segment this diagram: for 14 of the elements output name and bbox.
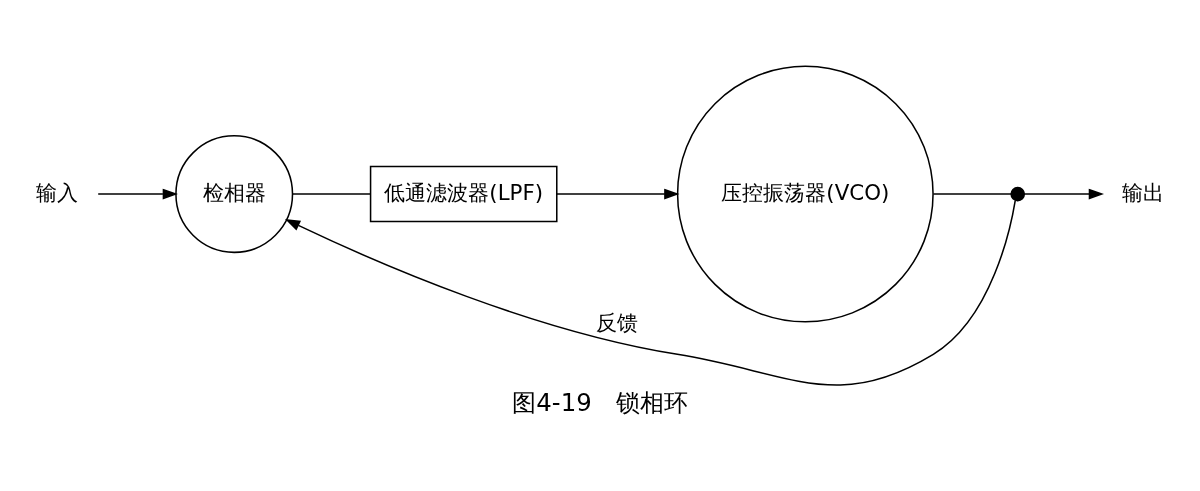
node-circle (1010, 186, 1026, 202)
node-circle: 检相器 (175, 135, 294, 254)
arrow (97, 188, 178, 200)
arrow (284, 199, 1016, 386)
node-text: 输入 (35, 179, 78, 205)
arrow (556, 188, 680, 200)
node-text: 输出 (1122, 179, 1165, 205)
node-box: 低通滤波器(LPF) (369, 165, 558, 223)
edge-label: 反馈 (596, 310, 639, 336)
caption: 图4-19 锁相环 (512, 387, 688, 417)
connector (292, 193, 371, 195)
node-circle: 压控振荡器(VCO) (676, 65, 934, 323)
arrow (1023, 188, 1104, 200)
connector (932, 193, 1012, 195)
